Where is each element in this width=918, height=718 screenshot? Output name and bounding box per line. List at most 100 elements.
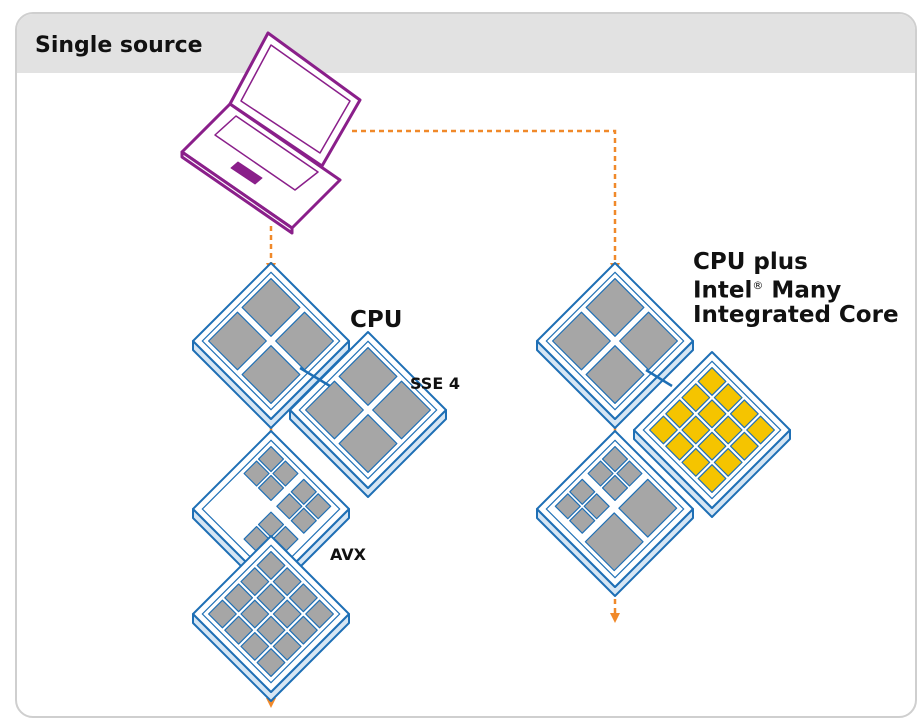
sse4-chip bbox=[289, 331, 447, 498]
panel-header: Single source bbox=[17, 14, 915, 73]
core-block bbox=[697, 399, 727, 429]
core-block bbox=[272, 567, 302, 597]
core-block bbox=[681, 383, 711, 413]
core-block bbox=[240, 599, 270, 629]
core-block bbox=[746, 415, 776, 445]
core-block bbox=[288, 583, 318, 613]
core-block bbox=[554, 493, 581, 520]
core-block bbox=[208, 311, 267, 371]
core-block bbox=[290, 507, 317, 534]
cpu-sse-connector bbox=[299, 366, 331, 388]
core-block bbox=[584, 512, 644, 572]
core-block bbox=[257, 446, 285, 473]
mic-label-line3: Integrated Core bbox=[693, 301, 899, 328]
mic-core-chip-face bbox=[633, 351, 791, 509]
core-block bbox=[665, 399, 695, 429]
laptop-base-edge bbox=[180, 150, 294, 235]
core-block bbox=[241, 345, 301, 404]
core-block bbox=[241, 278, 301, 337]
core-block bbox=[272, 460, 299, 487]
core-block bbox=[601, 446, 629, 473]
core-block bbox=[619, 311, 679, 371]
core-block bbox=[305, 493, 332, 520]
core-block bbox=[224, 615, 254, 645]
core-block bbox=[256, 583, 286, 613]
mic-cpu-chip-face bbox=[536, 262, 694, 420]
mic-cpu-chip-frame bbox=[545, 271, 685, 411]
core-block bbox=[272, 631, 302, 661]
diagram-panel: Single source bbox=[15, 12, 917, 718]
avx-label: AVX bbox=[330, 545, 367, 564]
core-block bbox=[290, 478, 317, 505]
core-block bbox=[256, 550, 286, 580]
core-block bbox=[224, 583, 254, 613]
laptop-trackpad bbox=[230, 161, 263, 185]
core-block bbox=[583, 493, 610, 520]
core-block bbox=[681, 447, 711, 477]
core-block bbox=[305, 599, 334, 629]
core-block bbox=[372, 380, 431, 440]
avx-wide-chip-face bbox=[192, 535, 350, 693]
core-block bbox=[208, 599, 237, 629]
core-block bbox=[585, 278, 645, 337]
avx-wide-chip bbox=[192, 535, 350, 702]
core-block bbox=[681, 415, 711, 445]
registered-mark: ® bbox=[752, 279, 764, 292]
core-block bbox=[585, 345, 645, 404]
core-block bbox=[648, 415, 678, 445]
mic-cpu-chip bbox=[536, 262, 694, 429]
core-block bbox=[713, 447, 743, 477]
core-block bbox=[257, 474, 285, 502]
mic-connector bbox=[645, 368, 673, 388]
core-block bbox=[697, 464, 727, 493]
core-block bbox=[240, 631, 270, 661]
core-block bbox=[729, 399, 759, 429]
avx-wide-chip-frame bbox=[201, 544, 341, 684]
arrow-laptop-to-mic bbox=[352, 129, 620, 273]
core-block bbox=[729, 431, 759, 461]
core-block bbox=[272, 599, 302, 629]
core-block bbox=[665, 431, 695, 461]
core-block bbox=[276, 493, 303, 520]
core-block bbox=[697, 367, 727, 396]
core-block bbox=[305, 380, 364, 440]
processor-chips bbox=[192, 262, 791, 702]
core-block bbox=[713, 383, 743, 413]
core-block bbox=[616, 460, 643, 487]
mic-label-line2: Intel® Many bbox=[693, 277, 842, 304]
mic-core-chip bbox=[633, 351, 791, 518]
core-block bbox=[618, 478, 678, 538]
cpu-chip-face bbox=[192, 262, 350, 420]
core-block bbox=[587, 460, 614, 487]
sse4-chip-face bbox=[289, 331, 447, 489]
core-block bbox=[243, 460, 270, 487]
core-block bbox=[713, 415, 743, 445]
core-block bbox=[601, 474, 629, 502]
laptop-screen-inner bbox=[240, 44, 351, 154]
core-block bbox=[569, 478, 596, 505]
core-block bbox=[551, 311, 611, 371]
core-block bbox=[240, 567, 270, 597]
sse4-chip-frame bbox=[298, 340, 438, 480]
laptop-icon bbox=[180, 31, 362, 235]
mic-lower-chip-face bbox=[536, 430, 694, 588]
core-block bbox=[569, 507, 596, 534]
mic-label: CPU plus Intel® Many Integrated Core bbox=[693, 250, 899, 327]
chip-connectors bbox=[299, 366, 673, 388]
core-block bbox=[697, 431, 727, 461]
sse-label: SSE 4 bbox=[410, 374, 460, 393]
cpu-chip-frame bbox=[201, 271, 341, 411]
mic-core-chip-frame bbox=[642, 360, 782, 500]
cpu-chip bbox=[192, 262, 350, 429]
core-block bbox=[338, 347, 398, 406]
mic-lower-chip-frame bbox=[545, 439, 685, 579]
core-block bbox=[256, 615, 286, 645]
core-block bbox=[288, 615, 318, 645]
core-block bbox=[338, 414, 398, 473]
mic-label-line1: CPU plus bbox=[693, 249, 808, 275]
cpu-label: CPU bbox=[350, 307, 403, 333]
core-block bbox=[256, 648, 286, 678]
laptop-keyboard bbox=[214, 115, 319, 191]
panel-title: Single source bbox=[35, 33, 203, 58]
